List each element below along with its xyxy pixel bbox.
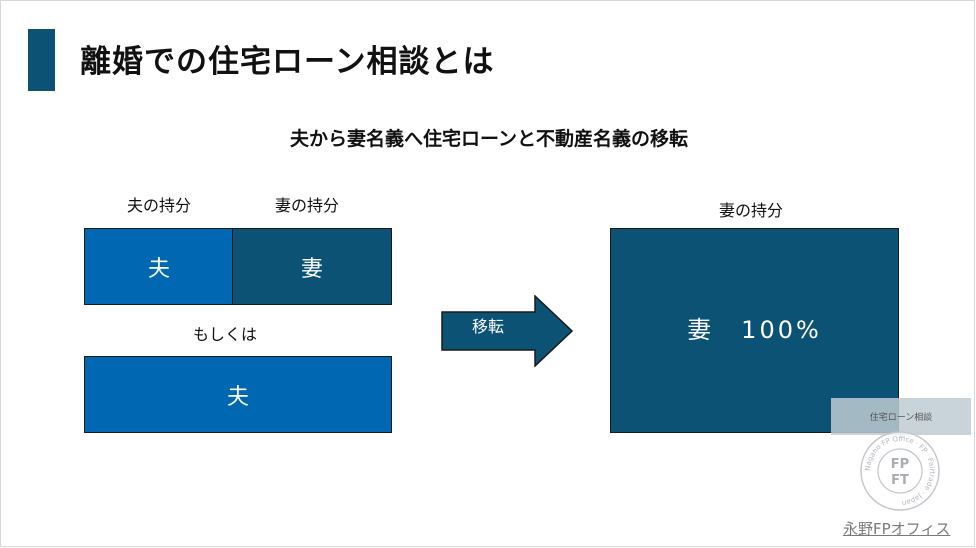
footer-office-link[interactable]: 永野FPオフィス	[843, 520, 951, 538]
husband-sole-box: 夫	[84, 356, 392, 433]
husband-share-box-text: 夫	[147, 256, 170, 282]
watermark-banner: 住宅ローン相談	[831, 398, 971, 435]
office-seal-logo: Nagano FP Office · FP · Fairtrade · Japa…	[860, 431, 940, 511]
wife-share-box-text: 妻	[300, 256, 323, 282]
wife-full-share-text: 妻 100%	[687, 316, 822, 344]
or-label: もしくは	[193, 325, 258, 344]
title-accent-bar	[28, 29, 55, 91]
wife-share-box: 妻	[232, 228, 392, 305]
seal-center-bottom: FT	[891, 473, 909, 488]
transfer-arrow-icon	[441, 295, 573, 367]
transfer-arrow-label: 移転	[471, 317, 504, 336]
diagram-subtitle: 夫から妻名義へ住宅ローンと不動産名義の移転	[289, 128, 689, 150]
page-title: 離婚での住宅ローン相談とは	[80, 44, 495, 80]
husband-share-box: 夫	[84, 228, 234, 305]
wife-share-label-right: 妻の持分	[719, 201, 784, 220]
husband-share-label: 夫の持分	[127, 196, 192, 215]
seal-center-top: FP	[891, 457, 909, 472]
wife-share-label-left: 妻の持分	[275, 196, 340, 215]
husband-sole-box-text: 夫	[226, 384, 249, 410]
watermark-banner-text: 住宅ローン相談	[869, 413, 933, 423]
